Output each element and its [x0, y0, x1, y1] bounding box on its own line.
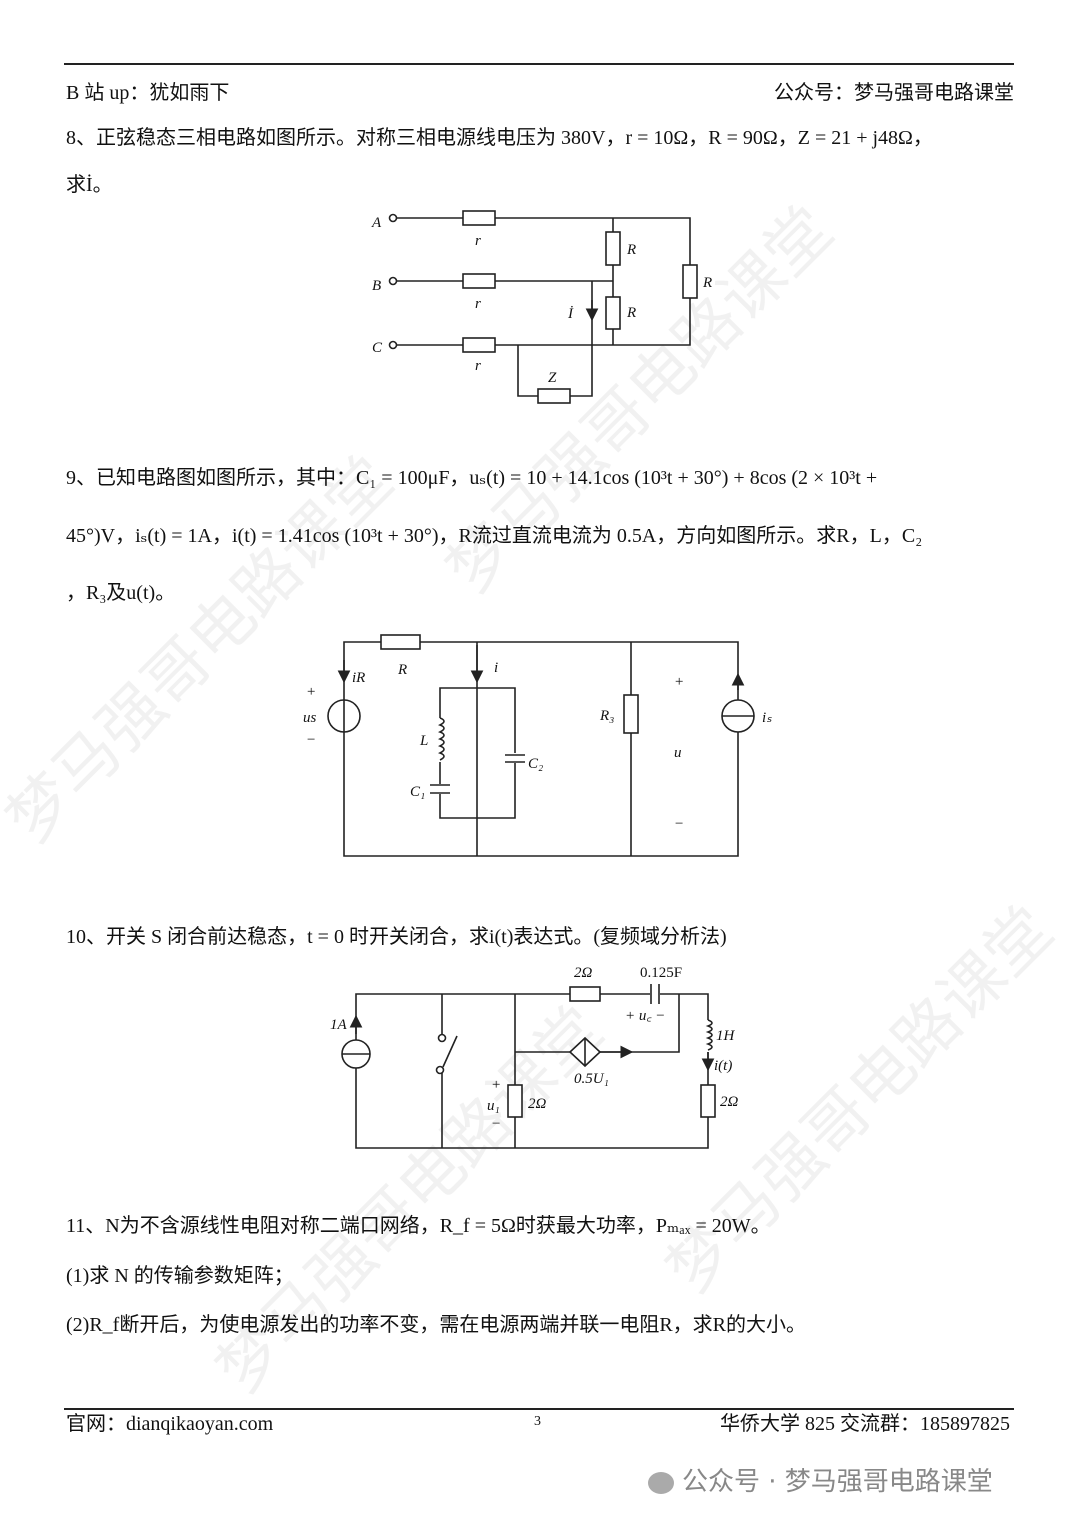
- label-is: iₛ: [762, 710, 772, 726]
- label-R: R: [397, 662, 407, 678]
- label-plus: +: [491, 1077, 501, 1093]
- label-C2: C₂: [528, 756, 543, 772]
- q11-text: (2)R_f断开后，为使电源发出的功率不变，需在电源两端并联一电阻R，求R的大小…: [66, 1314, 806, 1336]
- label-1H: 1H: [716, 1028, 736, 1044]
- header-rule: [64, 63, 1014, 65]
- footer-right: 华侨大学 825 交流群：185897825: [720, 1413, 1010, 1435]
- wechat-icon: [648, 1471, 674, 1494]
- label-I: İ: [567, 306, 574, 322]
- label-i: i: [494, 660, 498, 676]
- q9-text: 9、已知电路图如图所示，其中：C₁ = 100μF，uₛ(t) = 10 + 1…: [66, 467, 878, 489]
- label-R3: R₃: [599, 708, 614, 724]
- label-L: L: [419, 733, 428, 749]
- label-B: B: [372, 278, 381, 294]
- label-plus: +: [674, 674, 684, 690]
- label-r: r: [475, 358, 481, 374]
- label-2ohm: 2Ω: [528, 1096, 547, 1112]
- label-u: u: [674, 745, 682, 761]
- label-R: R: [626, 242, 636, 258]
- label-R: R: [626, 305, 636, 321]
- header-left: B 站 up：犹如雨下: [66, 82, 230, 104]
- label-r: r: [475, 296, 481, 312]
- wechat-watermark-text: 公众号 · 梦马强哥电路课堂: [682, 1467, 993, 1497]
- label-minus: −: [674, 816, 684, 832]
- label-A: A: [371, 215, 382, 231]
- label-minus: −: [491, 1116, 501, 1132]
- q10-circuit: 1A 2Ω 0.125F + u꜀ − 1H i(t) 0.5U₁ + u₁ −…: [330, 965, 739, 1149]
- page-number: 3: [534, 1414, 541, 1429]
- q8-text: 8、正弦稳态三相电路如图所示。对称三相电源线电压为 380V，r = 10Ω，R…: [66, 127, 933, 149]
- label-Z: Z: [548, 370, 557, 386]
- q9-text: 45°)V，iₛ(t) = 1A，i(t) = 1.41cos (10³t + …: [66, 525, 923, 547]
- q8-text: 求İ。: [66, 174, 113, 196]
- label-R: R: [702, 275, 712, 291]
- label-C: C: [372, 340, 383, 356]
- footer-rule: [64, 1408, 1014, 1410]
- q8-circuit: A B C r r r R R R İ Z: [371, 210, 712, 404]
- q9-circuit: iR R i + us − L C₁ C₂ R₃ + u − iₛ: [303, 634, 772, 857]
- label-plus: +: [306, 684, 316, 700]
- label-1A: 1A: [330, 1017, 348, 1033]
- label-uc: + u꜀ −: [625, 1008, 665, 1024]
- label-minus: −: [306, 732, 316, 748]
- header-right: 公众号：梦马强哥电路课堂: [774, 82, 1014, 104]
- label-2ohm: 2Ω: [720, 1094, 739, 1110]
- label-dep: 0.5U₁: [574, 1071, 609, 1087]
- wechat-watermark: 公众号 · 梦马强哥电路课堂: [648, 1467, 993, 1497]
- q11-text: (1)求 N 的传输参数矩阵；: [66, 1265, 294, 1287]
- label-C1: C₁: [410, 784, 425, 800]
- label-it: i(t): [714, 1058, 732, 1074]
- label-2ohm: 2Ω: [574, 965, 593, 981]
- label-r: r: [475, 233, 481, 249]
- label-u1: u₁: [487, 1098, 500, 1114]
- footer-left: 官网：dianqikaoyan.com: [66, 1413, 274, 1435]
- q9-text: ，R₃及u(t)。: [66, 582, 176, 604]
- label-us: us: [303, 710, 317, 726]
- q11-text: 11、N为不含源线性电阻对称二端口网络，R_f = 5Ω时获最大功率，Pₘₐₓ …: [66, 1215, 771, 1237]
- label-cap: 0.125F: [640, 965, 682, 981]
- label-iR: iR: [352, 670, 365, 686]
- q10-text: 10、开关 S 闭合前达稳态，t = 0 时开关闭合，求i(t)表达式。(复频域…: [66, 926, 727, 948]
